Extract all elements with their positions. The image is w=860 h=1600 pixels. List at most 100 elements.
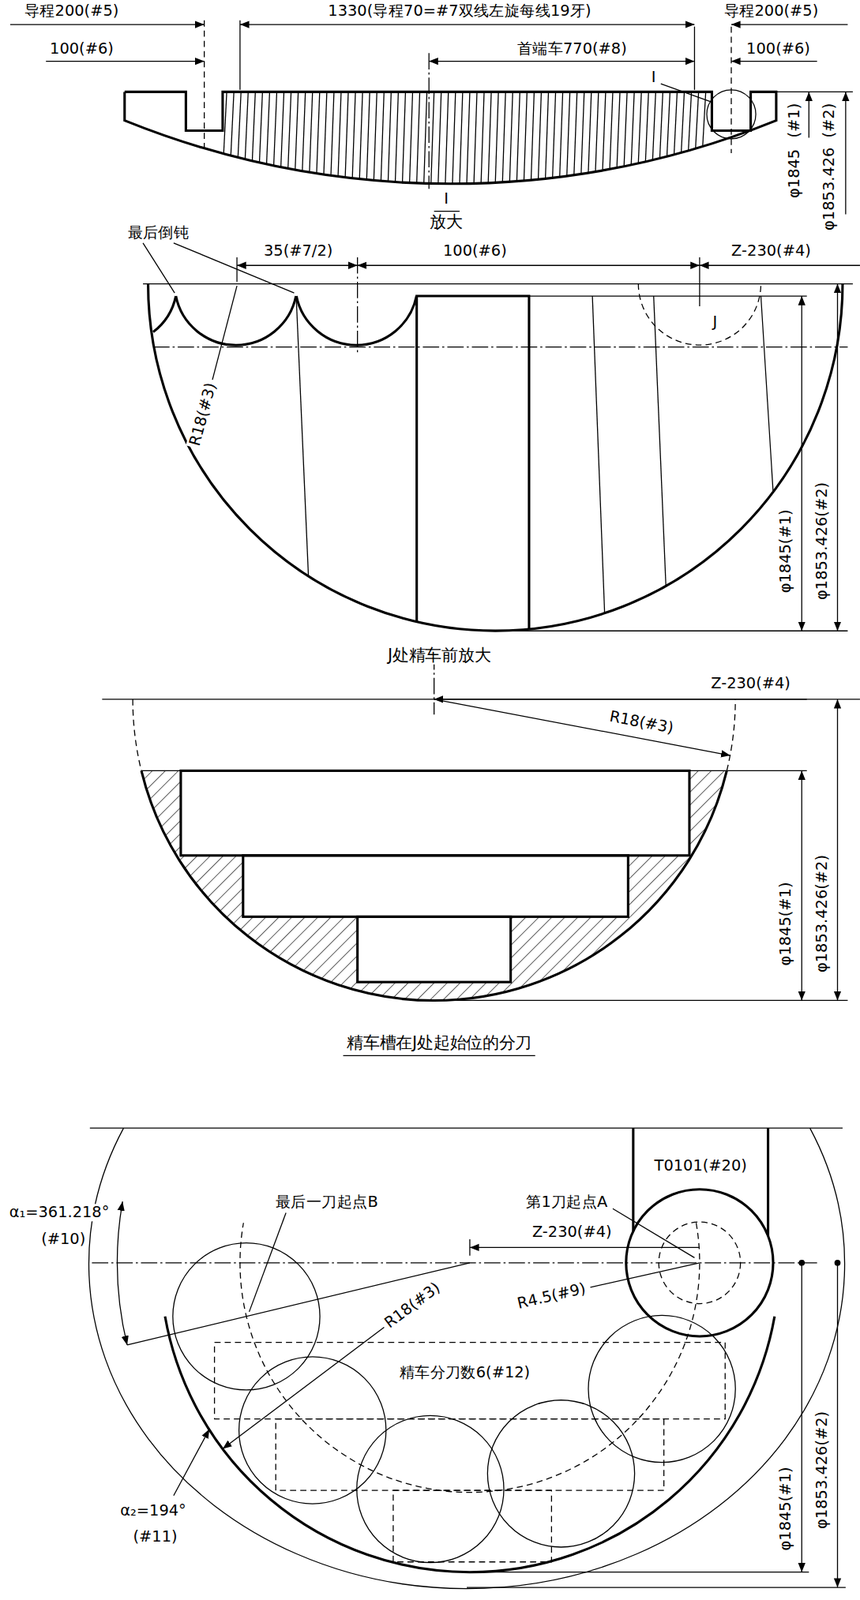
- angle-label: α₂=194°: [118, 1502, 189, 1521]
- thread-line: [538, 91, 542, 180]
- outer-line: [90, 1127, 843, 1129]
- diameter-label: φ1845: [785, 146, 804, 200]
- angle-arc: [117, 1201, 128, 1346]
- dimension-label: Z-230(#4): [529, 1224, 614, 1242]
- thread-line: [380, 91, 384, 181]
- thread-line: [274, 91, 278, 166]
- thread-line: [409, 91, 414, 183]
- radius-label: R18(#3): [605, 708, 677, 739]
- thread-line: [630, 91, 635, 165]
- hatch-area: [141, 770, 727, 1001]
- note-label: 最后倒钝: [125, 224, 192, 242]
- extension-line: [203, 20, 205, 154]
- thread-line: [237, 91, 241, 158]
- thread-line: [366, 91, 370, 180]
- thread-line: [445, 91, 449, 184]
- step-rect: [180, 770, 690, 856]
- groove-profile: [416, 296, 530, 630]
- point-label: 第1刀起点A: [524, 1194, 610, 1212]
- view-caption: 精车槽在J处起始位的分刀: [345, 1034, 534, 1054]
- thread-line: [438, 91, 442, 184]
- dimension-label: 35(#7/2): [261, 242, 335, 260]
- thread-line: [266, 91, 271, 165]
- thread-line: [588, 91, 592, 173]
- dimension-line: [837, 284, 838, 632]
- leader-line: [212, 285, 237, 380]
- thread-line: [345, 91, 349, 177]
- dimension-label: 1330(导程70=#7双线左旋每线19牙): [326, 2, 594, 20]
- thread-line: [545, 91, 549, 179]
- diameter-label: φ1845(#1): [777, 880, 796, 969]
- dimension-label: 导程200(#5): [721, 2, 821, 20]
- thread-line: [659, 91, 663, 158]
- point-label: 最后一刀起点B: [273, 1194, 380, 1212]
- detail-boundary: [148, 284, 843, 632]
- leader-line: [249, 1213, 287, 1312]
- extension-line: [495, 630, 848, 632]
- dimension-line: [173, 1430, 210, 1497]
- callout-number: (#10): [39, 1231, 88, 1249]
- dimension-line: [469, 1247, 700, 1249]
- dimension-line: [801, 296, 803, 631]
- dimension-line: [699, 265, 860, 267]
- leader-line: [434, 699, 731, 756]
- thread-line: [316, 91, 320, 173]
- thread-line: [495, 91, 499, 183]
- diameter-label: φ1845(#1): [777, 507, 796, 596]
- thread-line: [473, 91, 477, 184]
- thread-line: [609, 91, 613, 169]
- dimension-line: [240, 23, 695, 25]
- note-label: 精车分刀数6(#12): [397, 1364, 533, 1383]
- thread-profile: [153, 296, 177, 333]
- root-line: [529, 295, 808, 297]
- dimension-label: 100(#6): [47, 40, 116, 58]
- extension-line: [466, 1587, 846, 1589]
- diameter-label: φ1845(#1): [777, 1465, 796, 1554]
- dimension-label: Z-230(#4): [709, 675, 793, 693]
- point-mark: J: [710, 314, 720, 332]
- thread-line: [309, 91, 313, 173]
- groove-circle: [726, 699, 736, 772]
- tool-circle: [588, 1315, 736, 1463]
- dimension-line: [808, 91, 810, 138]
- step-rect: [357, 916, 511, 983]
- thread-line: [387, 91, 391, 182]
- dimension-line: [428, 60, 695, 62]
- thread-line: [259, 91, 263, 163]
- dimension-line: [434, 698, 860, 700]
- view-caption: J处精车前放大: [385, 645, 492, 665]
- thread-line: [431, 91, 435, 184]
- thread-line: [244, 91, 248, 159]
- thread-profile: [296, 296, 417, 346]
- thread-line: [352, 91, 356, 178]
- dimension-line: [844, 91, 846, 215]
- thread-line: [373, 91, 377, 181]
- thread-line: [581, 91, 585, 174]
- thread-line: [416, 91, 421, 184]
- thread-line: [424, 91, 428, 184]
- fraction-bar: [434, 210, 460, 212]
- dimension-line: [801, 1263, 803, 1574]
- thread-line: [761, 296, 774, 492]
- thread-line: [488, 91, 492, 183]
- detail-mark: I: [442, 190, 451, 208]
- extension-line: [727, 770, 808, 772]
- extension-line: [356, 257, 358, 353]
- callout-number: (#11): [131, 1529, 180, 1548]
- center-line: [428, 52, 430, 189]
- thread-line: [223, 91, 227, 154]
- groove-arc: [165, 1317, 775, 1574]
- thread-line: [667, 91, 671, 157]
- dimension-label: Z-230(#4): [728, 242, 813, 260]
- step-rect: [275, 1419, 664, 1492]
- thread-line: [623, 91, 628, 166]
- dimension-line: [837, 699, 838, 1002]
- part-outline: [124, 91, 777, 184]
- thread-line: [592, 296, 605, 614]
- diameter-label: φ1853.426(#2): [813, 480, 831, 602]
- thread-line: [452, 91, 456, 184]
- thread-line: [681, 91, 685, 153]
- thread-line: [502, 91, 506, 182]
- thread-line: [688, 91, 692, 151]
